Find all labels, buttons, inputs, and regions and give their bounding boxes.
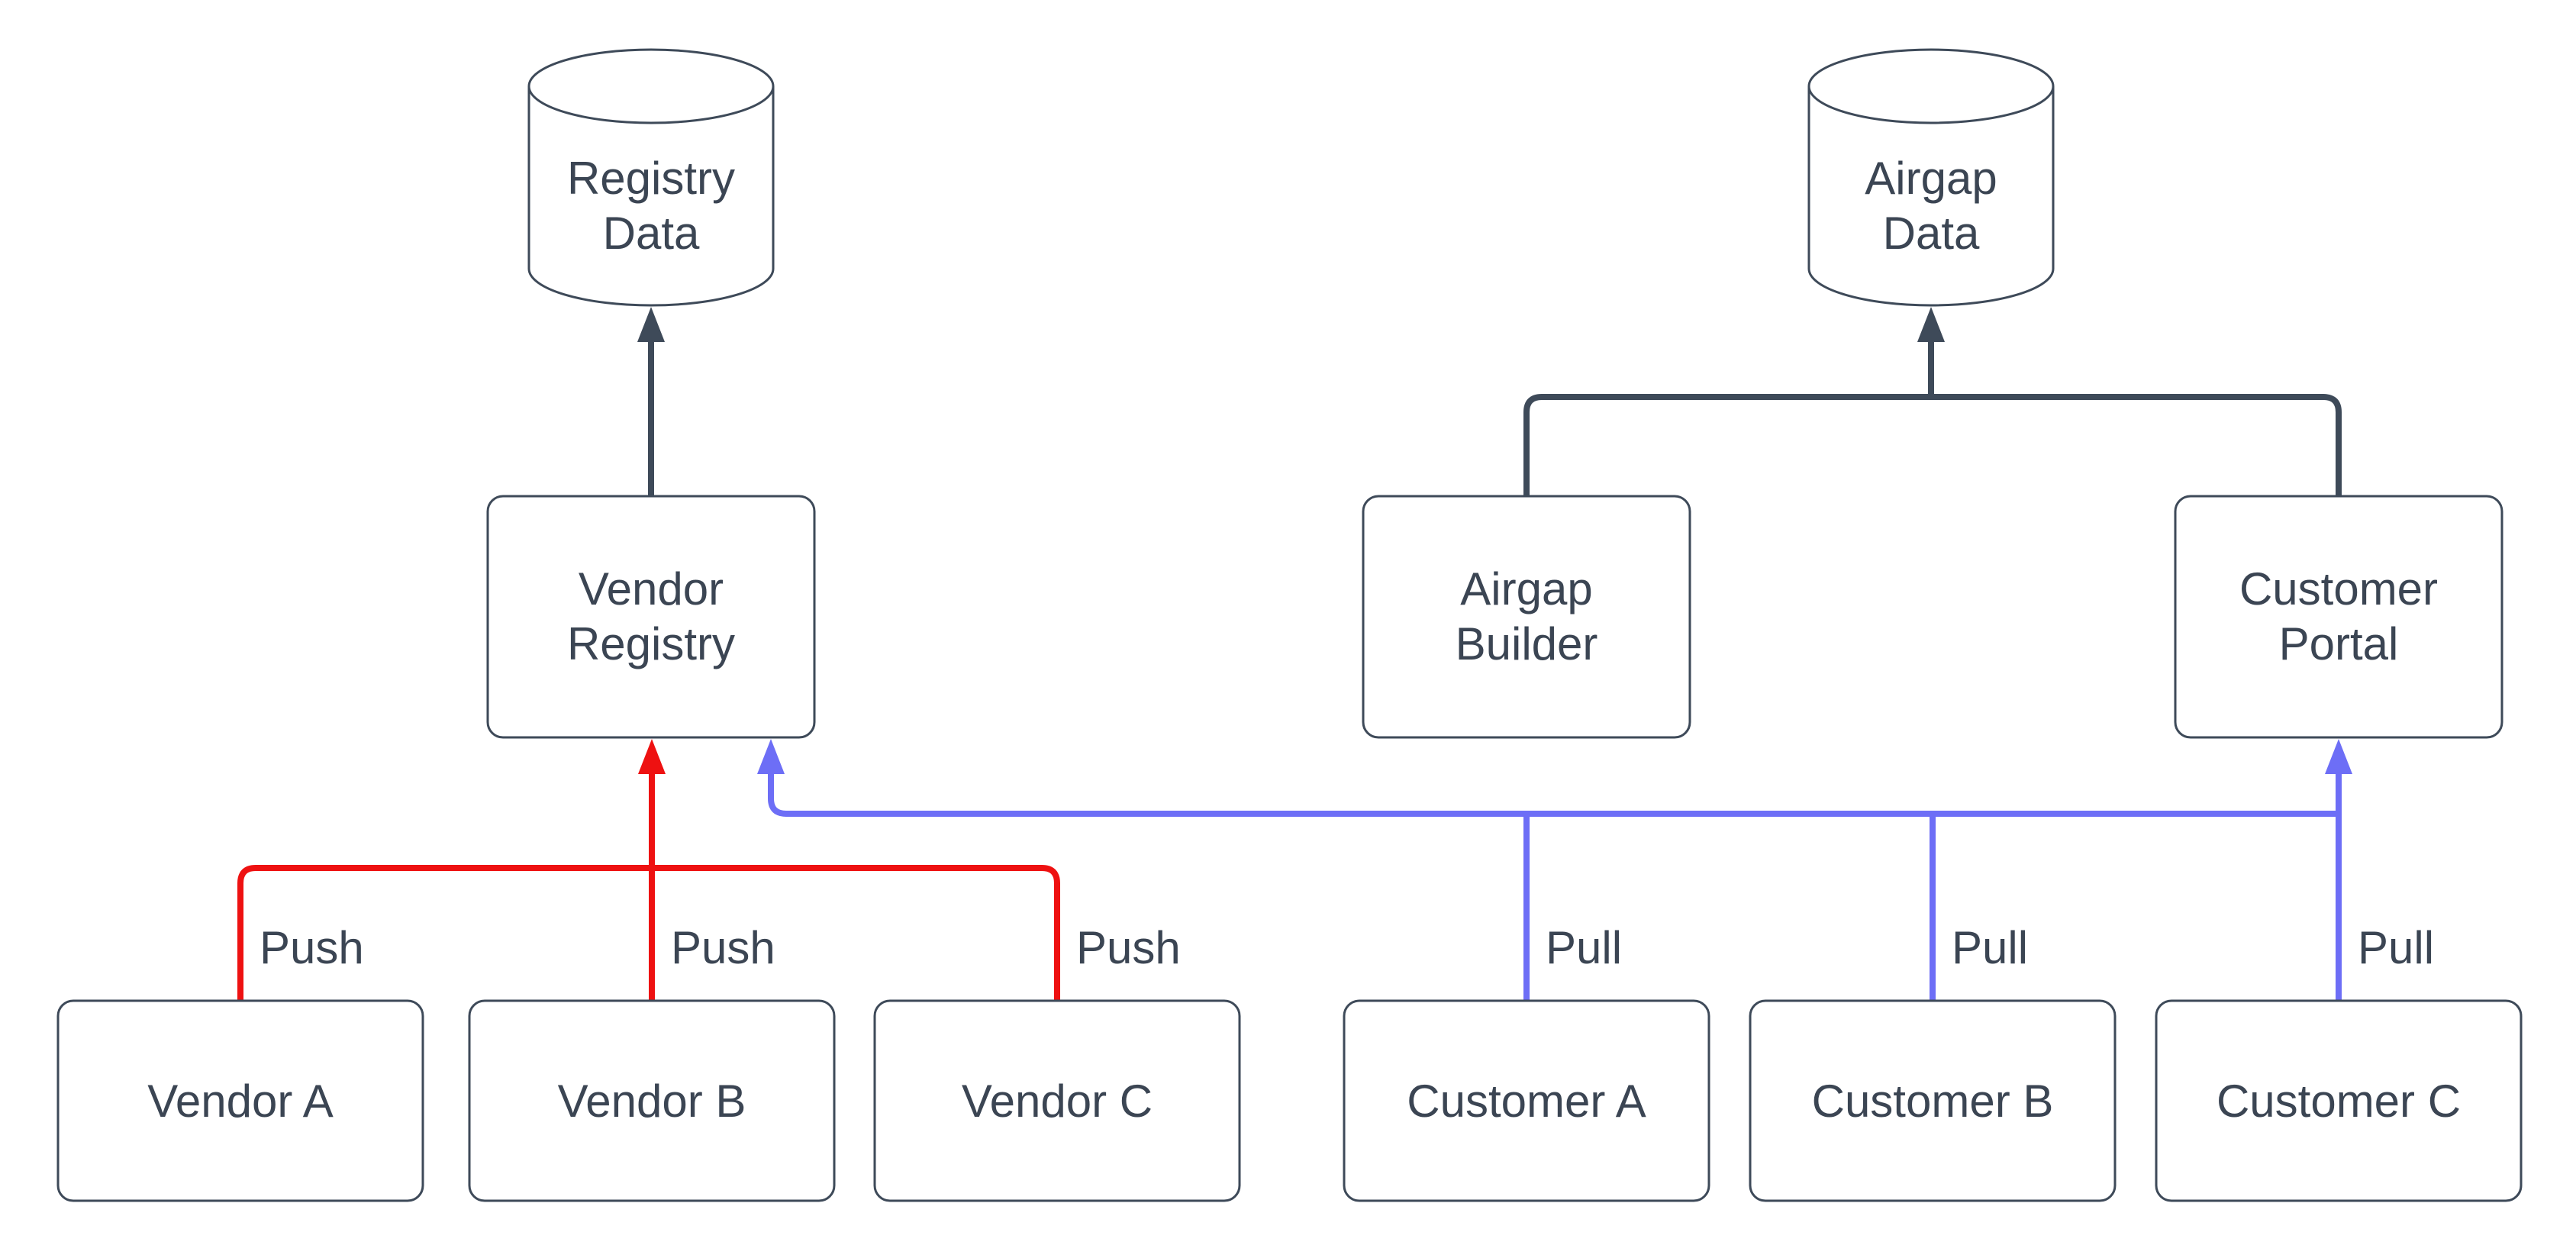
node-airgap-data: Airgap Data xyxy=(1807,48,2055,307)
node-vendor-c: Vendor C xyxy=(873,999,1241,1202)
cylinder-rim xyxy=(527,85,775,124)
node-label: Vendor A xyxy=(147,1076,334,1127)
node-label: Customer xyxy=(2239,563,2438,614)
edge-label-push-vendor-a: Push xyxy=(260,922,364,973)
node-vendor-b: Vendor B xyxy=(468,999,836,1202)
arrowhead-pull-vendor-registry xyxy=(757,739,785,774)
node-customer-a: Customer A xyxy=(1343,999,1710,1202)
arrowhead-registry-data xyxy=(637,307,665,342)
node-label: Registry xyxy=(567,618,735,669)
node-label: Vendor C xyxy=(962,1076,1153,1127)
node-label: Airgap xyxy=(1865,153,1997,204)
node-customer-b: Customer B xyxy=(1749,999,2117,1202)
edge-label-push-vendor-c: Push xyxy=(1076,922,1181,973)
cylinder-rim xyxy=(1807,85,2055,124)
node-vendor-a: Vendor A xyxy=(56,999,424,1202)
edge-vendors-push-to-vendor-registry xyxy=(237,739,1060,1001)
arrowhead-push-vendor-registry xyxy=(638,739,666,774)
node-airgap-builder: Airgap Builder xyxy=(1362,495,1691,739)
arrowhead-airgap-data xyxy=(1917,307,1945,342)
edge-label-pull-customer-c: Pull xyxy=(2358,922,2434,973)
node-label: Customer B xyxy=(1812,1076,2054,1127)
edge-airgap-builder-and-customer-portal-to-airgap-data xyxy=(1523,307,2342,496)
node-label: Registry xyxy=(567,153,735,204)
node-registry-data: Registry Data xyxy=(527,48,775,307)
node-label: Vendor xyxy=(579,563,724,614)
node-label: Customer C xyxy=(2217,1076,2461,1127)
node-label: Airgap xyxy=(1460,563,1592,614)
node-customer-c: Customer C xyxy=(2155,999,2523,1202)
edge-label-pull-customer-a: Pull xyxy=(1546,922,1622,973)
arrowhead-pull-customer-portal xyxy=(2325,739,2352,774)
edge-label-push-vendor-b: Push xyxy=(671,922,775,973)
edge-vendor-registry-to-registry-data xyxy=(637,307,665,496)
node-vendor-registry: Vendor Registry xyxy=(486,495,816,739)
node-label: Data xyxy=(1883,208,1980,259)
node-label: Vendor B xyxy=(558,1076,746,1127)
node-label: Builder xyxy=(1456,618,1598,669)
node-label: Customer A xyxy=(1407,1076,1646,1127)
node-customer-portal: Customer Portal xyxy=(2174,495,2503,739)
node-label: Data xyxy=(603,208,700,259)
edge-customers-pull xyxy=(757,739,2352,1001)
edge-label-pull-customer-b: Pull xyxy=(1952,922,2028,973)
node-label: Portal xyxy=(2279,618,2399,669)
